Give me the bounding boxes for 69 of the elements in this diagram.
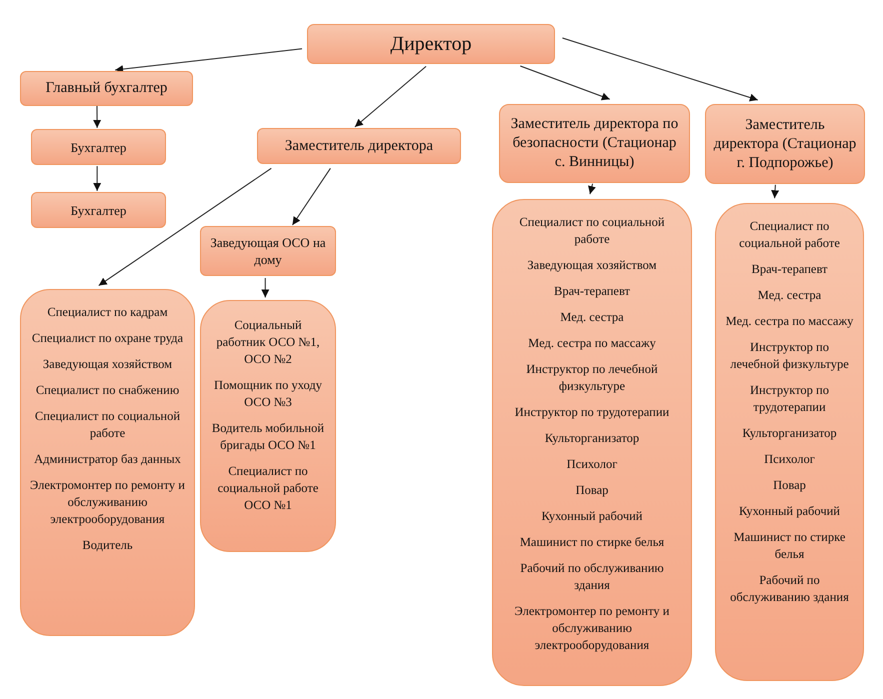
- position-box: [200, 226, 336, 276]
- position-list-box: [715, 203, 864, 681]
- position-title: Инструктор по лечебной физкультуре: [525, 361, 659, 395]
- position-title: Кухонный рабочий: [541, 508, 642, 525]
- arrow: [261, 278, 270, 298]
- position-title: Рабочий по обслуживанию здания: [519, 560, 665, 594]
- position-title: Врач-терапевт: [554, 283, 630, 300]
- position-title: Мед. сестра по массажу: [726, 313, 854, 330]
- position-title: Водитель мобильной бригады ОСО №1: [210, 420, 326, 454]
- position-title: Инструктор по трудотерапии: [514, 404, 670, 421]
- position-title: Рабочий по обслуживанию здания: [729, 572, 850, 606]
- position-title: Кухонный рабочий: [738, 503, 840, 520]
- arrow: [354, 66, 427, 128]
- role-title: Бухгалтер: [70, 138, 126, 156]
- position-title: Водитель: [82, 537, 133, 554]
- position-title: Культорганизатор: [544, 430, 640, 447]
- position-title: Заведующая хозяйством: [527, 257, 657, 274]
- position-box: [257, 128, 461, 164]
- position-title: Повар: [576, 482, 608, 499]
- position-title: Инструктор по трудотерапии: [749, 382, 830, 416]
- position-title: Мед. сестра по массажу: [528, 335, 656, 352]
- position-title: Специалист по социальной работе ОСО №1: [216, 463, 320, 514]
- position-title: Машинист по стирке белья: [520, 534, 664, 551]
- position-title: Психолог: [566, 456, 618, 473]
- position-title: Электромонтер по ремонту и обслуживанию электрооборудования: [29, 477, 186, 528]
- position-box: [31, 192, 166, 228]
- position-list-box: [200, 300, 336, 552]
- position-title: Специалист по социальной работе: [34, 408, 182, 442]
- position-title: Машинист по стирке белья: [732, 529, 846, 563]
- role-title: Заведующая ОСО на дому: [209, 234, 327, 268]
- role-title: Заместитель директора (Стационар г. Подпорожье): [712, 116, 858, 172]
- arrow: [93, 106, 102, 128]
- position-title: Помощник по уходу ОСО №3: [213, 377, 323, 411]
- role-title: Главный бухгалтер: [46, 79, 168, 98]
- position-title: Администратор баз данных: [34, 451, 181, 468]
- position-title: Специалист по социальной работе: [518, 214, 666, 248]
- position-title: Культорганизатор: [742, 425, 837, 442]
- position-box: [31, 129, 166, 165]
- arrow: [292, 168, 331, 226]
- arrow: [114, 48, 303, 74]
- position-title: Инструктор по лечебной физкультуре: [729, 339, 850, 373]
- arrow: [562, 38, 758, 102]
- arrow: [520, 66, 610, 100]
- position-title: Специалист по кадрам: [47, 304, 168, 321]
- position-box: [20, 71, 193, 106]
- role-title: Заместитель директора по безопасности (Стационар с. Винницы): [510, 115, 680, 172]
- arrow: [93, 166, 102, 192]
- position-list-box: [20, 289, 195, 636]
- position-title: Специалист по снабжению: [36, 382, 180, 399]
- position-title: Врач-терапевт: [751, 261, 828, 278]
- position-title: Повар: [773, 477, 806, 494]
- position-title: Психолог: [764, 451, 815, 468]
- role-title: Бухгалтер: [70, 202, 126, 218]
- arrow: [771, 184, 780, 199]
- position-title: Мед. сестра: [560, 309, 624, 326]
- position-box: [499, 104, 690, 183]
- role-title: Директор: [390, 32, 472, 56]
- position-title: Специалист по охране труда: [32, 330, 184, 347]
- position-title: Мед. сестра: [758, 287, 822, 304]
- arrow: [588, 183, 596, 195]
- role-title: Заместитель директора: [284, 136, 434, 156]
- position-title: Заведующая хозяйством: [42, 356, 172, 373]
- position-title: Электромонтер по ремонту и обслуживанию электрооборудования: [514, 603, 670, 654]
- position-box: [307, 24, 555, 64]
- position-title: Специалист по социальной работе: [738, 218, 841, 252]
- position-box: [705, 104, 865, 184]
- arrow: [98, 168, 272, 286]
- position-list-box: [492, 199, 692, 686]
- position-title: Социальный работник ОСО №1, ОСО №2: [215, 317, 321, 368]
